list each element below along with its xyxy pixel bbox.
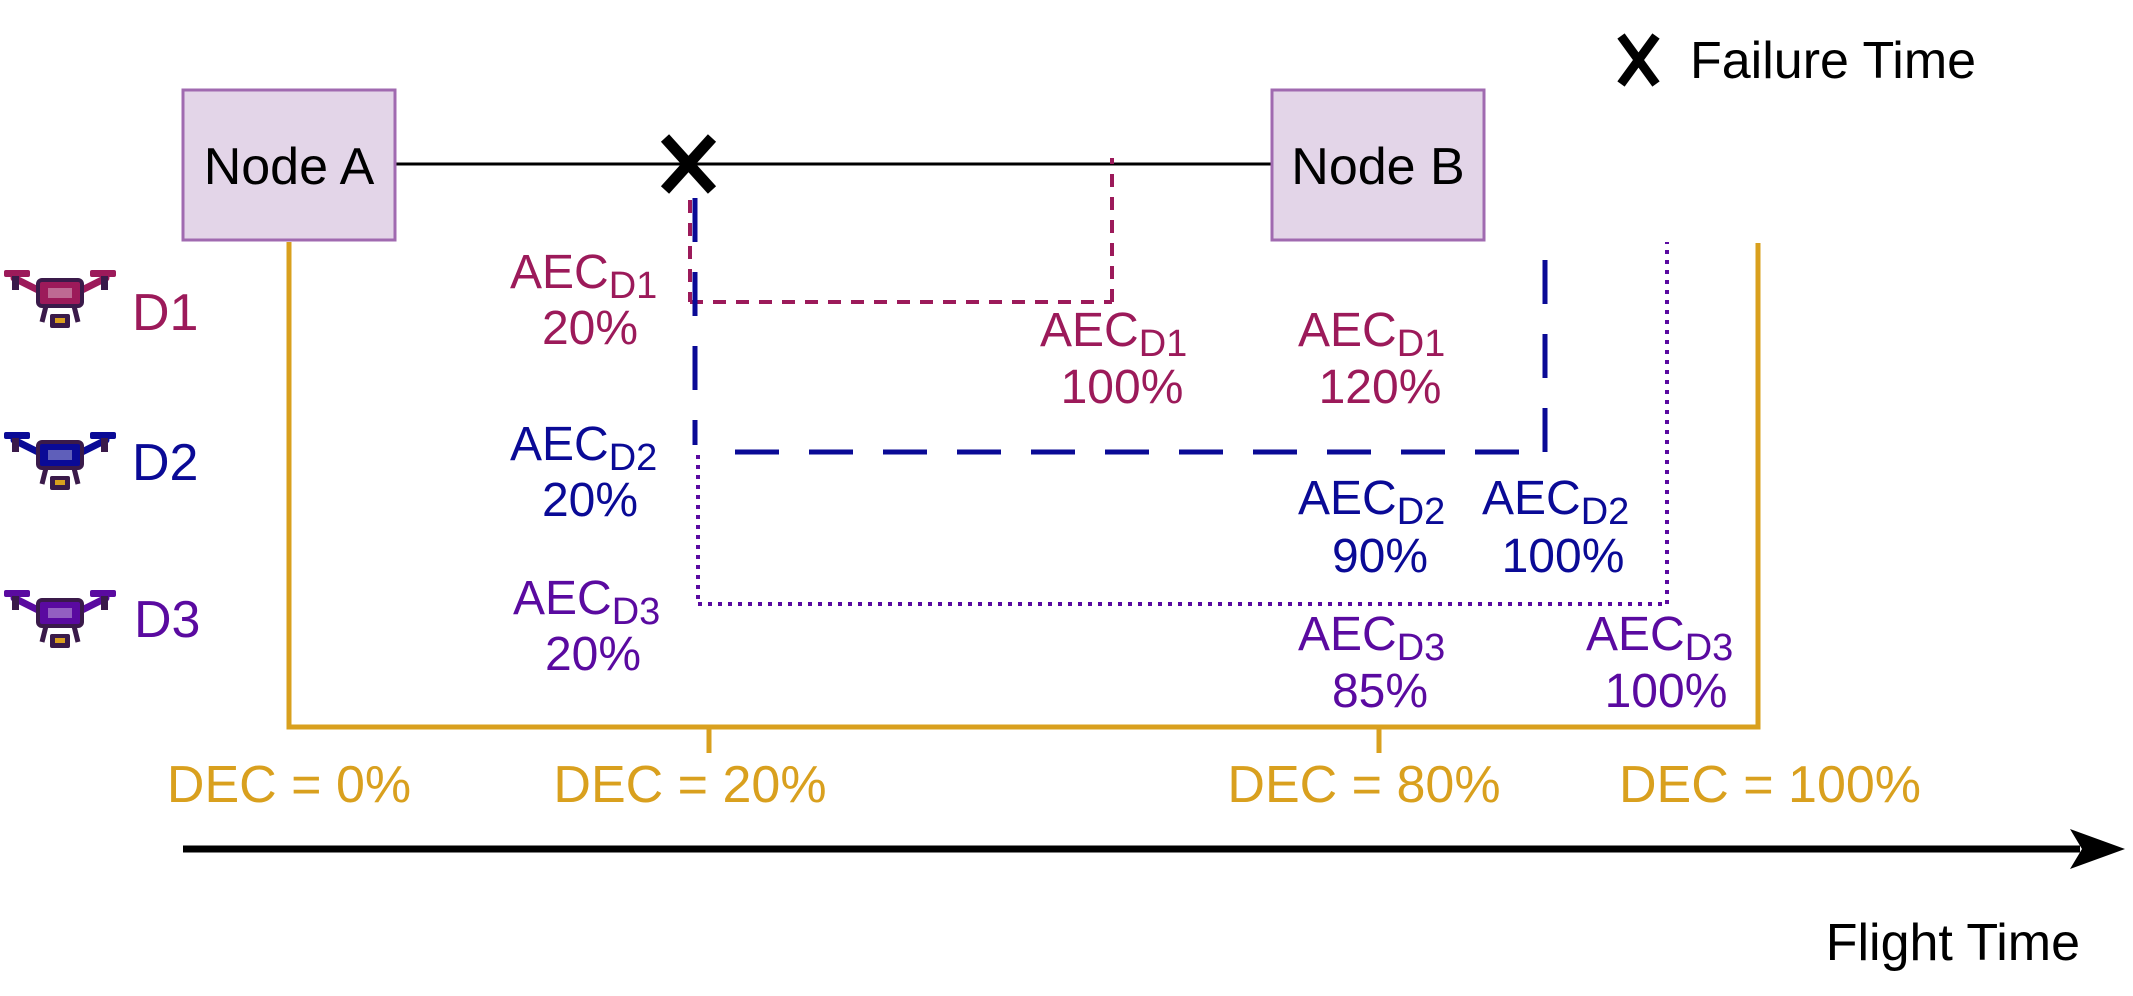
aec-subscript: D3 [1397,627,1446,669]
aec-prefix: AEC [1586,608,1685,661]
aec-d1-return: AECD1 100% [1040,304,1187,414]
aec-subscript: D3 [1685,627,1734,669]
svg-text:AECD3: AECD3 [1586,608,1733,669]
aec-value: 100% [1502,530,1625,583]
node-a: Node A [181,88,397,242]
node-a-label: Node A [204,138,375,196]
dec-label-0: DEC = 0% [167,756,411,814]
aec-d1-node-b: AECD1 120% [1298,304,1445,414]
aec-prefix: AEC [510,418,609,471]
svg-text:AECD3: AECD3 [1298,608,1445,669]
aec-prefix: AEC [510,246,609,299]
arrow-head-icon [2070,829,2125,869]
aec-d2-end: AECD2 100% [1482,472,1629,583]
drone-icon [4,432,116,490]
aec-subscript: D2 [1581,491,1630,533]
aec-prefix: AEC [1482,472,1581,525]
aec-subscript: D1 [609,265,658,307]
aec-subscript: D2 [1397,491,1446,533]
node-b-label: Node B [1291,138,1464,196]
drone-icon [4,270,116,328]
drone-icon [4,590,116,648]
svg-text:AECD1: AECD1 [1298,304,1445,365]
dec-label-100: DEC = 100% [1619,756,1921,814]
aec-prefix: AEC [1298,472,1397,525]
aec-prefix: AEC [1298,608,1397,661]
flight-time-axis: Flight Time [183,829,2125,972]
failure-marker-icon [660,134,717,194]
d1-path [688,158,1114,304]
drone-d2-label: D2 [132,434,198,492]
aec-subscript: D1 [1397,323,1446,365]
cross-icon [1617,33,1660,87]
dec-bracket [286,242,1761,753]
svg-text:AECD1: AECD1 [1040,304,1187,365]
svg-text:AECD3: AECD3 [513,572,660,633]
aec-value: 90% [1332,530,1428,583]
aec-prefix: AEC [513,572,612,625]
aec-d3-end: AECD3 100% [1586,608,1733,718]
d2-path [692,198,1548,455]
aec-value: 120% [1319,361,1442,414]
aec-subscript: D3 [612,591,661,633]
aec-value: 20% [545,628,641,681]
aec-d2-failure: AECD2 20% [510,418,657,527]
drone-d3-label: D3 [134,591,200,649]
aec-prefix: AEC [1298,304,1397,357]
axis-label: Flight Time [1826,914,2080,972]
aec-value: 20% [542,474,638,527]
dec-label-80: DEC = 80% [1227,756,1500,814]
aec-subscript: D1 [1139,323,1188,365]
aec-d3-failure: AECD3 20% [513,572,660,681]
svg-text:AECD1: AECD1 [510,246,657,307]
aec-d2-node-b: AECD2 90% [1298,472,1445,583]
aec-value: 85% [1332,665,1428,718]
aec-value: 20% [542,302,638,355]
svg-text:AECD2: AECD2 [510,418,657,479]
aec-value: 100% [1061,361,1184,414]
dec-label-20: DEC = 20% [553,756,826,814]
svg-text:AECD2: AECD2 [1482,472,1629,533]
dec-labels: DEC = 0% DEC = 20% DEC = 80% DEC = 100% [167,756,1921,814]
legend: Failure Time [1617,32,1976,90]
aec-subscript: D2 [609,437,658,479]
aec-value: 100% [1605,665,1728,718]
aec-prefix: AEC [1040,304,1139,357]
aec-d3-node-b: AECD3 85% [1298,608,1445,718]
legend-label: Failure Time [1690,32,1976,90]
svg-text:AECD2: AECD2 [1298,472,1445,533]
node-b: Node B [1270,88,1486,242]
d3-path [696,242,1669,606]
aec-d1-failure: AECD1 20% [510,246,657,355]
drone-d1-label: D1 [132,284,198,342]
